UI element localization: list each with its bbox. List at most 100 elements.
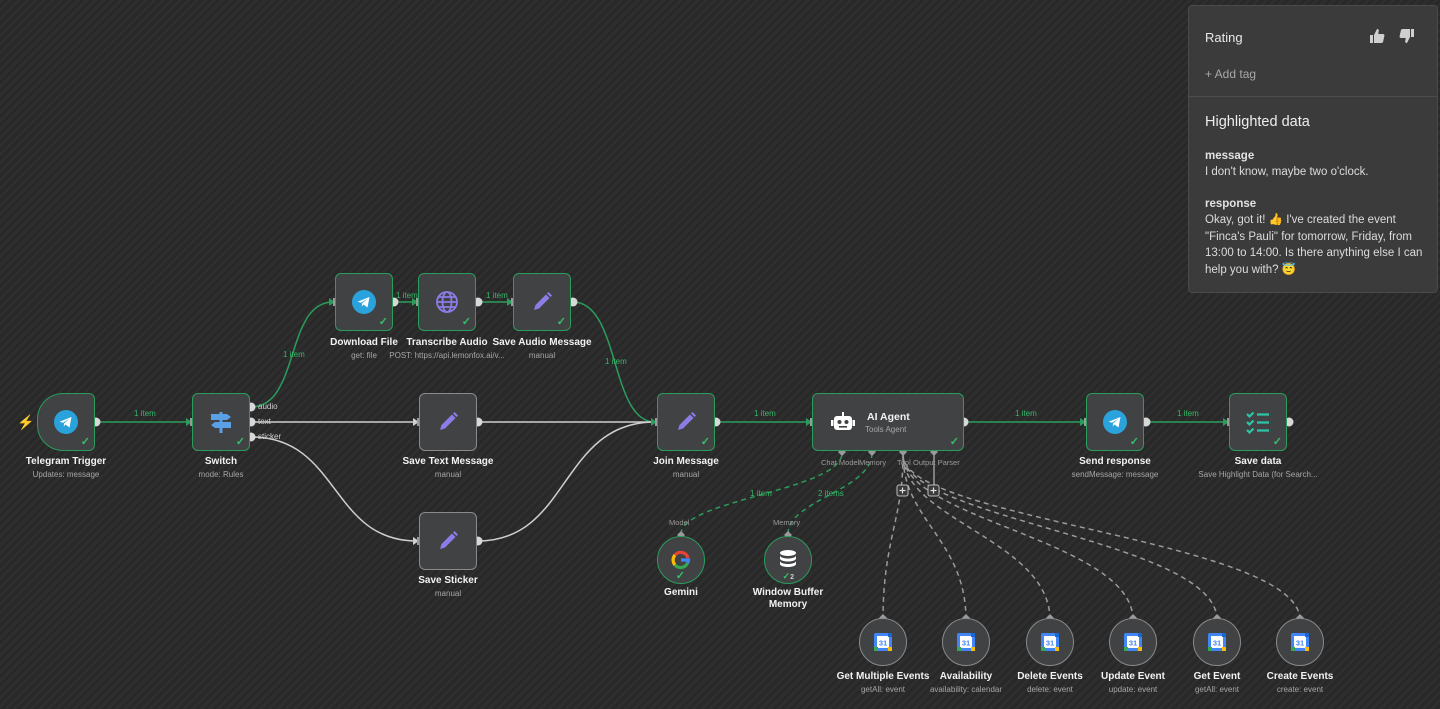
node-subtitle: manual [434,470,462,479]
pencil-icon [534,292,552,310]
edge-label: 1 item [396,291,418,300]
node-title: Update Event [1101,671,1165,682]
node-download-file[interactable]: ✓ [335,273,393,331]
node-title: Delete Events [1017,671,1083,682]
thumbs-down-icon[interactable] [1399,28,1415,44]
add-output-parser-button[interactable] [927,484,940,497]
slot-label-tool: Tool [897,458,911,467]
google-calendar-icon: 31 [1208,633,1226,651]
node-subtitle: manual [434,589,462,598]
edge-label: 1 item [605,357,627,366]
pencil-icon [440,412,458,430]
node-save-audio-message[interactable]: ✓ [513,273,571,331]
edge-label: 2 items [818,489,844,498]
svg-text:31: 31 [962,639,970,648]
node-title: Transcribe Audio [406,337,488,348]
slot-label: Model [669,518,690,527]
add-tag-button[interactable]: + Add tag [1205,67,1257,81]
node-title: Availability [939,671,993,682]
node-title: AI Agent [867,411,910,423]
node-title: Save Text Message [402,456,494,467]
node-subtitle: availability: calendar [929,685,1003,694]
signpost-icon [211,412,231,433]
success-check-icon: ✓ [235,436,245,448]
node-title: Save Sticker [418,575,478,586]
node-save-data[interactable]: ✓ [1229,393,1287,451]
node-window-buffer-memory[interactable]: ✓2 [764,536,812,584]
node-title: Window Buffer Memory [752,587,824,610]
node-save-text-message[interactable] [419,393,477,451]
panel-divider [1189,96,1437,97]
output-label-sticker: sticker [258,432,282,441]
edge-label: 1 item [754,409,776,418]
output-label-audio: audio [258,402,278,411]
node-subtitle: getAll: event [1194,685,1240,694]
google-calendar-icon: 31 [874,633,892,651]
edge-switch-sticker [250,436,418,542]
node-delete-events[interactable]: 31 [1026,618,1074,666]
success-check-icon: ✓2 [782,571,794,581]
globe-icon [436,291,458,313]
database-icon [780,550,796,567]
svg-text:31: 31 [1213,639,1221,648]
node-subtitle: get: file [351,351,377,360]
node-subtitle: POST: https://api.lemonfox.ai/v... [389,351,505,360]
node-save-sticker[interactable] [419,512,477,570]
node-subtitle: getAll: event [860,685,906,694]
node-title: Send response [1079,456,1151,467]
node-create-events[interactable]: 31 [1276,618,1324,666]
highlighted-data-heading: Highlighted data [1205,114,1310,130]
node-telegram-trigger[interactable]: ✓ [37,393,95,451]
node-ai-agent[interactable]: AI Agent Tools Agent ✓ [812,393,964,451]
node-subtitle: Updates: message [32,470,100,479]
node-title: Create Events [1266,671,1334,682]
node-gemini[interactable]: ✓ [657,536,705,584]
node-send-response[interactable]: ✓ [1086,393,1144,451]
node-subtitle: create: event [1276,685,1324,694]
telegram-icon [54,410,78,434]
node-subtitle: Tools Agent [865,425,907,434]
robot-icon [831,412,855,430]
edge-label: 1 item [486,291,508,300]
slot-label-memory: Memory [859,458,887,467]
node-title: Switch [204,456,238,467]
telegram-icon [1103,410,1127,434]
node-subtitle: mode: Rules [198,470,244,479]
node-get-multiple-events[interactable]: 31 [859,618,907,666]
node-title: Get Multiple Events [836,671,930,682]
node-title: Download File [330,337,398,348]
node-join-message[interactable]: ✓ [657,393,715,451]
node-title: Save data [1234,456,1282,467]
node-switch[interactable]: ✓ [192,393,250,451]
success-check-icon: ✓ [1272,436,1282,448]
node-subtitle: delete: event [1027,685,1073,694]
node-transcribe-audio[interactable]: ✓ [418,273,476,331]
node-update-event[interactable]: 31 [1109,618,1157,666]
add-tool-button[interactable] [896,484,909,497]
success-check-icon: ✓ [556,316,566,328]
slot-label: Memory [773,518,801,527]
slot-label-output-parser: Output Parser [913,458,960,467]
success-check-icon: ✓ [949,436,959,448]
data-value-message: I don't know, maybe two o'clock. [1205,166,1369,178]
google-calendar-icon: 31 [1291,633,1309,651]
node-availability[interactable]: 31 [942,618,990,666]
pencil-icon [678,412,696,430]
edge-label: 1 item [750,489,772,498]
data-key-message: message [1205,150,1255,162]
edge-gemini-agent [680,452,843,535]
output-label-text: text [258,417,271,426]
node-subtitle: update: event [1108,685,1158,694]
telegram-icon [352,290,376,314]
svg-text:31: 31 [1046,639,1054,648]
node-subtitle: manual [672,470,700,479]
edge-label: 1 item [1177,409,1199,418]
thumbs-up-icon[interactable] [1369,28,1385,44]
node-subtitle: manual [528,351,556,360]
data-key-response: response [1205,198,1257,210]
edge-saveaudio-join [572,301,656,423]
node-get-event[interactable]: 31 [1193,618,1241,666]
google-calendar-icon: 31 [957,633,975,651]
node-title: Get Event [1193,671,1241,682]
node-subtitle: sendMessage: message [1071,470,1159,479]
